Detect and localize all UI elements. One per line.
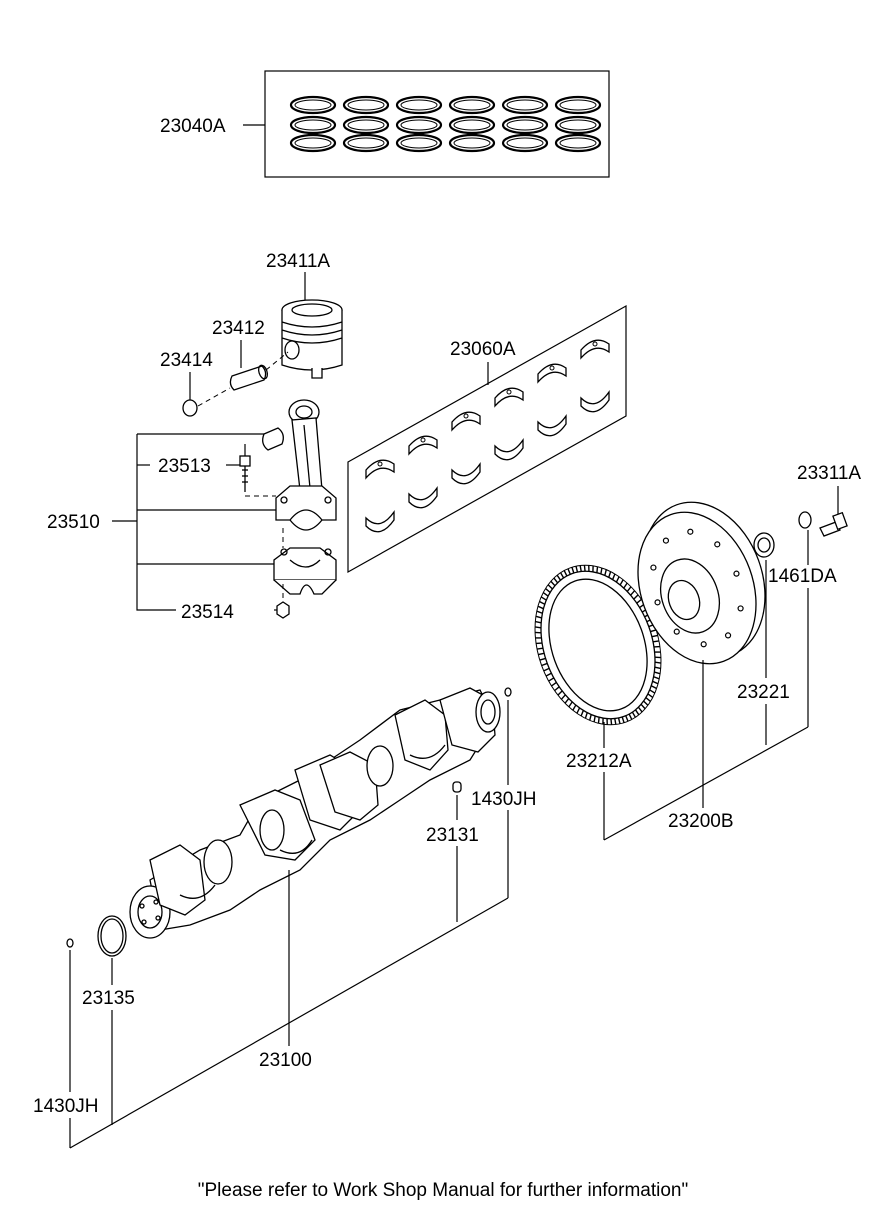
piston-ring-stack bbox=[448, 95, 496, 153]
label-piston-pin: 23412 bbox=[212, 318, 265, 339]
bearing-shell-pair bbox=[408, 435, 438, 509]
connecting-rod bbox=[262, 399, 337, 595]
piston-ring-box bbox=[264, 70, 610, 178]
flywheel bbox=[637, 501, 766, 665]
conrod-nut bbox=[276, 601, 290, 619]
dowel-pin-left bbox=[66, 938, 74, 948]
bearing-shell-pair bbox=[580, 339, 610, 413]
piston-ring-stack bbox=[395, 95, 443, 153]
dowel-pin-right bbox=[504, 687, 512, 697]
label-bushing: 23221 bbox=[737, 682, 790, 703]
label-conrod-assy: 23510 bbox=[47, 512, 100, 533]
label-ring-gear: 23212A bbox=[566, 751, 632, 772]
ring-gear bbox=[534, 564, 662, 726]
label-conrod-bolt: 23513 bbox=[158, 456, 211, 477]
label-piston-ring-set: 23040A bbox=[160, 116, 226, 137]
footer-note: "Please refer to Work Shop Manual for fu… bbox=[198, 1180, 688, 1201]
label-key: 23131 bbox=[426, 825, 479, 846]
snap-ring bbox=[182, 399, 198, 417]
bushing bbox=[753, 532, 775, 558]
piston-ring-stack bbox=[554, 95, 602, 153]
label-conrod-nut: 23514 bbox=[181, 602, 234, 623]
label-piston: 23411A bbox=[266, 251, 330, 272]
conrod-bolt bbox=[239, 455, 251, 492]
bearing-shell-pair bbox=[494, 387, 524, 461]
label-flywheel-bolt: 23311A bbox=[797, 463, 861, 484]
piston-pin bbox=[229, 364, 269, 391]
label-pin-left: 1430JH bbox=[33, 1096, 99, 1117]
bearing-shell-pair bbox=[451, 411, 481, 485]
washer bbox=[798, 511, 812, 529]
label-bearing-set: 23060A bbox=[450, 339, 516, 360]
label-snap-ring: 23414 bbox=[160, 350, 213, 371]
label-flywheel-assy: 23200B bbox=[668, 811, 734, 832]
label-pin-right: 1430JH bbox=[471, 789, 537, 810]
bearing-shell-pair bbox=[537, 363, 567, 437]
bearing-shell-pair bbox=[365, 459, 395, 533]
piston bbox=[281, 299, 343, 379]
label-washer: 1461DA bbox=[768, 566, 837, 587]
label-crankshaft: 23100 bbox=[259, 1050, 312, 1071]
crankshaft bbox=[129, 687, 501, 939]
piston-ring-stack bbox=[501, 95, 549, 153]
crank-key bbox=[452, 781, 462, 793]
bearing-box bbox=[347, 304, 627, 574]
piston-ring-stack bbox=[342, 95, 390, 153]
label-seal: 23135 bbox=[82, 988, 135, 1009]
oil-seal bbox=[97, 915, 127, 957]
bearing-set bbox=[347, 304, 627, 574]
piston-ring-stack bbox=[289, 95, 337, 153]
piston-ring-set bbox=[264, 70, 610, 178]
flywheel-bolt bbox=[819, 511, 848, 537]
